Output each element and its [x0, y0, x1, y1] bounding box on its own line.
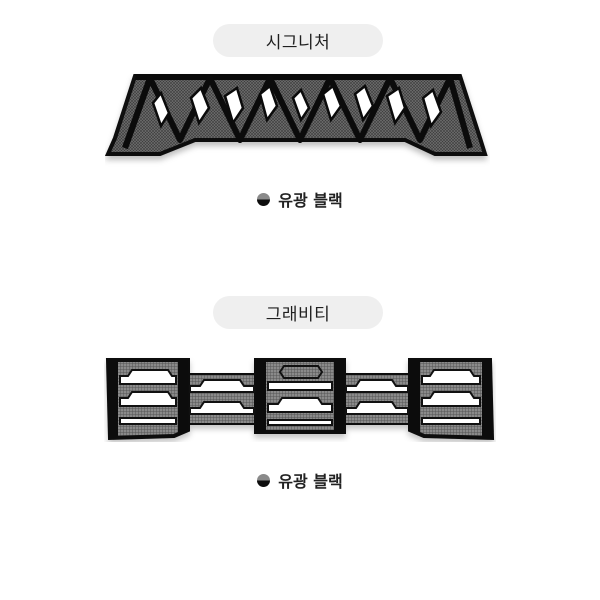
product-name: 시그니처 — [265, 33, 331, 53]
color-option: 유광 블랙 — [0, 468, 600, 492]
color-option: 유광 블랙 — [0, 187, 600, 211]
color-option-label: 유광 블랙 — [278, 472, 343, 491]
gravity-grille-image — [104, 356, 496, 442]
signature-grille-image — [105, 68, 490, 168]
color-option-label: 유광 블랙 — [278, 191, 343, 210]
product-name: 그래비티 — [265, 305, 331, 325]
color-swatch-icon — [257, 473, 271, 487]
product-name-badge: 시그니처 — [213, 24, 383, 57]
grille-icon — [105, 358, 495, 441]
product-name-badge: 그래비티 — [213, 296, 383, 329]
color-swatch-icon — [257, 192, 271, 206]
grille-icon — [105, 74, 488, 156]
